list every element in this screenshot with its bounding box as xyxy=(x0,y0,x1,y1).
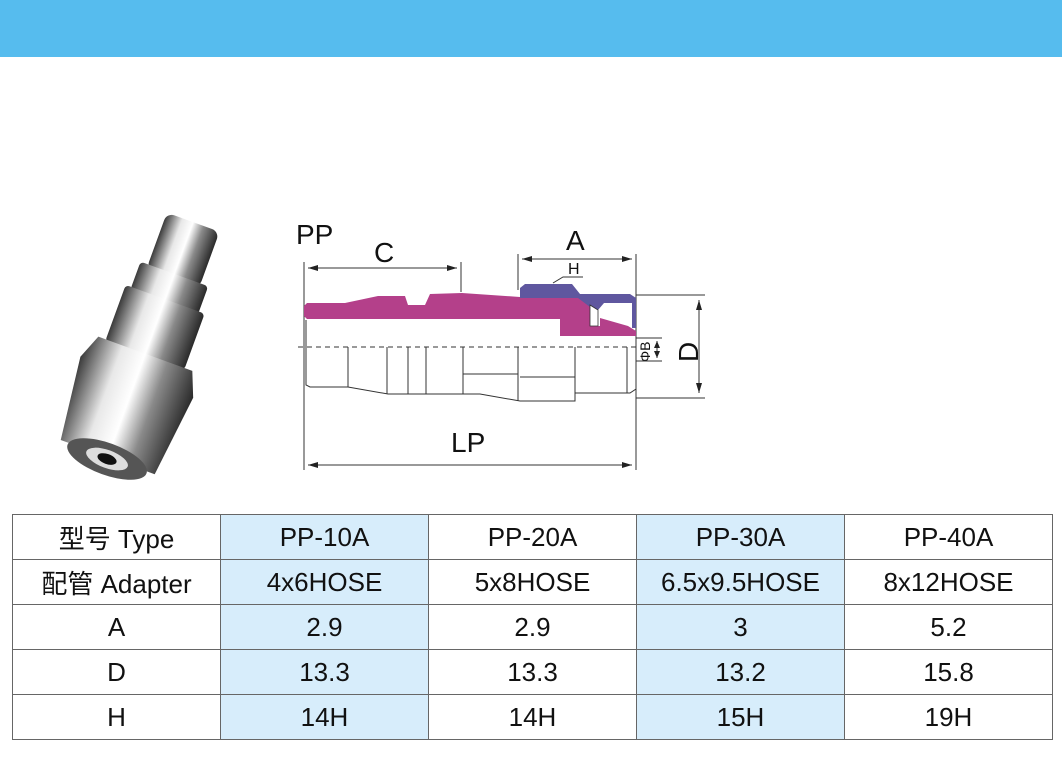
row-header: A xyxy=(12,604,221,650)
table-cell: 15H xyxy=(636,694,845,740)
dimension-diagram: PP C A H ΦB D LP xyxy=(296,219,705,470)
spec-table: 型号 Type PP-10A PP-20A PP-30A PP-40A 配管 A… xyxy=(12,514,1053,740)
row-header: H xyxy=(12,694,221,740)
table-cell: PP-20A xyxy=(428,514,637,560)
table-cell: 8x12HOSE xyxy=(844,559,1053,605)
row-header: D xyxy=(12,649,221,695)
dim-label-b: ΦB xyxy=(637,341,653,362)
table-cell: PP-30A xyxy=(636,514,845,560)
dim-label-h: H xyxy=(568,261,580,278)
table-cell: 3 xyxy=(636,604,845,650)
table-row: D 13.3 13.3 13.2 15.8 xyxy=(12,649,1053,695)
table-cell: 13.3 xyxy=(428,649,637,695)
table-row: 配管 Adapter 4x6HOSE 5x8HOSE 6.5x9.5HOSE 8… xyxy=(12,559,1053,605)
table-cell: 13.2 xyxy=(636,649,845,695)
table-cell: 2.9 xyxy=(428,604,637,650)
table-cell: 5x8HOSE xyxy=(428,559,637,605)
table-cell: 13.3 xyxy=(220,649,429,695)
row-header: 配管 Adapter xyxy=(12,559,221,605)
header-bar xyxy=(0,0,1062,57)
table-cell: 2.9 xyxy=(220,604,429,650)
table-cell: 4x6HOSE xyxy=(220,559,429,605)
dim-label-lp: LP xyxy=(451,427,485,458)
table-cell: 14H xyxy=(220,694,429,740)
table-cell: PP-40A xyxy=(844,514,1053,560)
row-header: 型号 Type xyxy=(12,514,221,560)
table-row: A 2.9 2.9 3 5.2 xyxy=(12,604,1053,650)
table-cell: 5.2 xyxy=(844,604,1053,650)
dim-label-a: A xyxy=(566,225,585,256)
product-photo xyxy=(60,214,218,480)
table-cell: 15.8 xyxy=(844,649,1053,695)
table-cell: PP-10A xyxy=(220,514,429,560)
nut-section xyxy=(520,284,636,328)
dim-label-d: D xyxy=(673,342,704,362)
table-row: H 14H 14H 15H 19H xyxy=(12,694,1053,740)
series-label: PP xyxy=(296,219,333,250)
table-cell: 6.5x9.5HOSE xyxy=(636,559,845,605)
table-cell: 14H xyxy=(428,694,637,740)
table-row: 型号 Type PP-10A PP-20A PP-30A PP-40A xyxy=(12,514,1053,560)
table-cell: 19H xyxy=(844,694,1053,740)
dim-label-c: C xyxy=(374,237,394,268)
body-section xyxy=(304,293,636,336)
